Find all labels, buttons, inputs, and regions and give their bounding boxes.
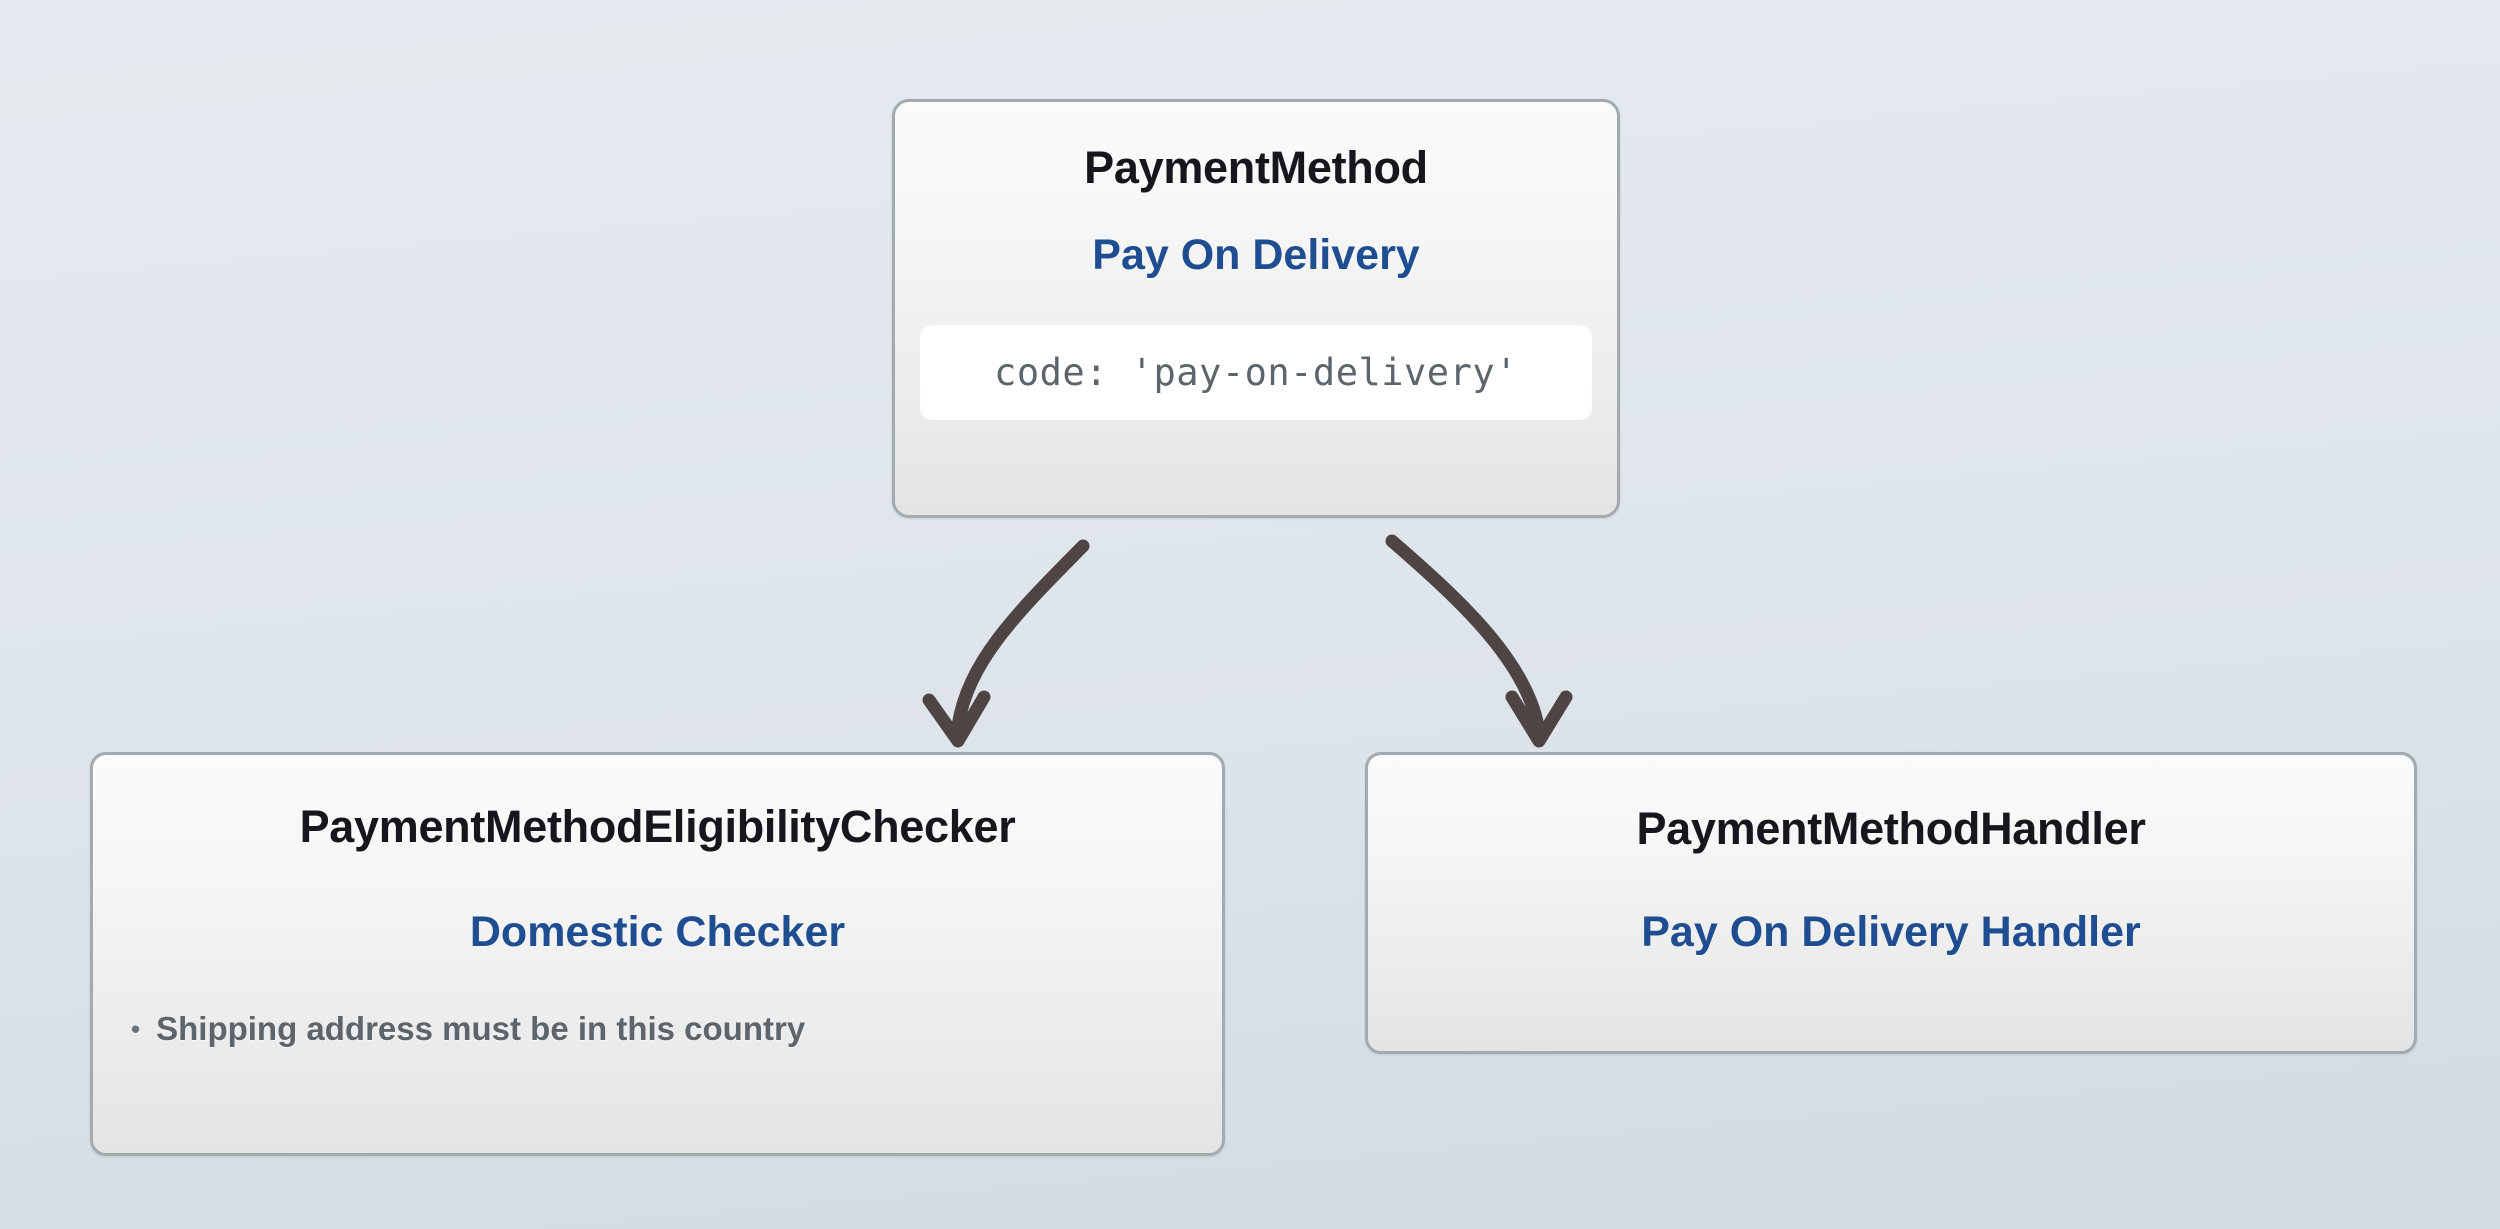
- node-payment-method-handler-title: PaymentMethodHandler: [1636, 803, 2146, 854]
- node-payment-method-handler[interactable]: PaymentMethodHandler Pay On Delivery Han…: [1365, 752, 2417, 1054]
- edge-to-handler-arrow: [1385, 534, 1573, 748]
- node-payment-method-code-chip: code: 'pay-on-delivery': [921, 326, 1591, 419]
- node-payment-method-eligibility-checker[interactable]: PaymentMethodEligibilityChecker Domestic…: [90, 752, 1225, 1156]
- node-payment-method-subtitle: Pay On Delivery: [1092, 231, 1420, 279]
- node-payment-method-title: PaymentMethod: [1084, 142, 1428, 193]
- node-payment-method[interactable]: PaymentMethod Pay On Delivery code: 'pay…: [892, 99, 1620, 518]
- bullet-dot-icon: •: [131, 1014, 141, 1044]
- node-eligibility-checker-title: PaymentMethodEligibilityChecker: [299, 801, 1016, 852]
- node-eligibility-checker-rules-list: • Shipping address must be in this count…: [93, 1009, 1222, 1049]
- node-eligibility-checker-subtitle: Domestic Checker: [469, 908, 846, 956]
- node-payment-method-handler-subtitle: Pay On Delivery Handler: [1641, 908, 2141, 956]
- edge-to-eligibility-checker-arrow: [922, 539, 1090, 748]
- list-item: • Shipping address must be in this count…: [131, 1009, 1198, 1049]
- list-item-label: Shipping address must be in this country: [156, 1010, 806, 1047]
